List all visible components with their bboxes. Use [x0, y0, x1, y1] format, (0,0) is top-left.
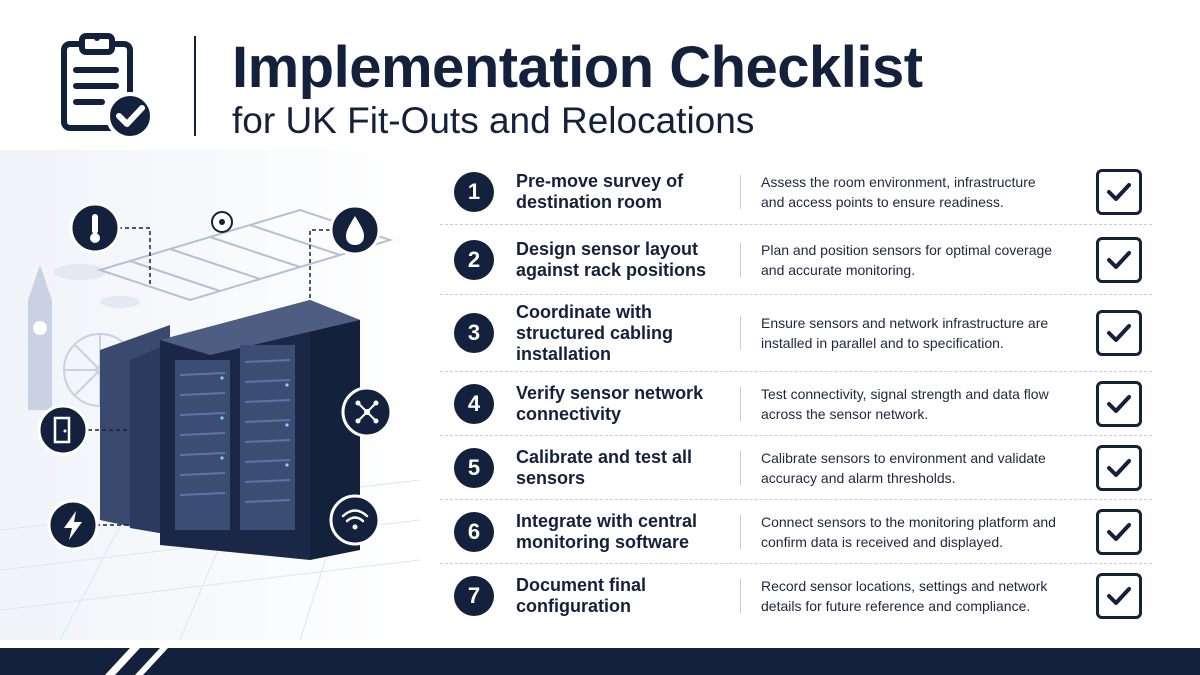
checkbox-checked[interactable]: [1096, 573, 1142, 619]
checkbox-checked[interactable]: [1096, 380, 1142, 427]
checklist-item: 7 Document final configuration Record se…: [440, 564, 1152, 628]
step-description: Test connectivity, signal strength and d…: [761, 385, 1049, 422]
step-title: Verify sensor network connectivity: [516, 382, 704, 424]
step-title: Coordinate with structured cabling insta…: [516, 301, 674, 364]
checklist-item: 5 Calibrate and test all sensors Calibra…: [440, 436, 1152, 500]
checkmark-icon: [1107, 587, 1131, 605]
step-number: 4: [454, 383, 494, 424]
server-room-illustration: [0, 150, 420, 640]
step-number: 5: [454, 447, 494, 488]
checklist-item: 2 Design sensor layout against rack posi…: [440, 225, 1152, 295]
step-number: 2: [454, 239, 494, 280]
checkbox-checked[interactable]: [1096, 310, 1142, 356]
door-icon: [37, 404, 89, 456]
power-icon: [47, 499, 99, 551]
step-number: 7: [454, 576, 494, 616]
checklist: 1 Pre-move survey of destination room As…: [440, 160, 1152, 628]
checklist-item: 6 Integrate with central monitoring soft…: [440, 500, 1152, 564]
page-subtitle: for UK Fit-Outs and Relocations: [232, 100, 755, 141]
thermometer-icon: [69, 202, 121, 254]
row-divider: [740, 579, 741, 613]
step-description: Record sensor locations, settings and ne…: [761, 578, 1048, 614]
row-divider: [740, 450, 741, 485]
row-divider: [740, 242, 741, 277]
clipboard-check-icon: [61, 33, 154, 140]
step-number: 1: [454, 172, 494, 212]
page-title: Implementation Checklist: [232, 35, 923, 100]
checkmark-icon: [1107, 394, 1131, 413]
server-racks: [100, 300, 360, 560]
step-description: Assess the room environment, infrastruct…: [761, 174, 1036, 210]
step-title: Design sensor layout against rack positi…: [516, 238, 707, 280]
step-number: 3: [454, 313, 494, 353]
footer-stripes: [0, 648, 260, 675]
row-divider: [740, 514, 741, 549]
step-description: Ensure sensors and network infrastructur…: [761, 315, 1049, 351]
checkbox-checked[interactable]: [1096, 508, 1142, 555]
checklist-item: 3 Coordinate with structured cabling ins…: [440, 295, 1152, 372]
checkmark-icon: [1107, 183, 1131, 201]
checkbox-checked[interactable]: [1096, 444, 1142, 491]
checkbox-checked[interactable]: [1096, 169, 1142, 215]
step-title: Calibrate and test all sensors: [516, 446, 693, 488]
checklist-item: 4 Verify sensor network connectivity Tes…: [440, 372, 1152, 436]
step-title: Integrate with central monitoring softwa…: [516, 510, 698, 552]
checkmark-icon: [1107, 324, 1131, 342]
big-ben-icon: [28, 265, 52, 410]
checklist-item: 1 Pre-move survey of destination room As…: [440, 160, 1152, 225]
checkmark-icon: [1107, 522, 1131, 541]
step-description: Plan and position sensors for optimal co…: [761, 241, 1053, 278]
step-number: 6: [454, 511, 494, 552]
step-description: Connect sensors to the monitoring platfo…: [761, 513, 1056, 550]
checkbox-checked[interactable]: [1096, 236, 1142, 283]
row-divider: [740, 386, 741, 421]
wifi-icon: [329, 494, 381, 546]
checkmark-icon: [1107, 458, 1131, 477]
checkmark-icon: [1107, 250, 1131, 269]
step-title: Pre-move survey of destination room: [516, 171, 684, 212]
step-title: Document final configuration: [516, 575, 647, 616]
water-drop-icon: [329, 204, 381, 256]
row-divider: [740, 175, 741, 209]
step-description: Calibrate sensors to environment and val…: [761, 449, 1046, 486]
row-divider: [740, 316, 741, 350]
header-divider: [194, 36, 196, 136]
network-icon: [341, 386, 393, 438]
